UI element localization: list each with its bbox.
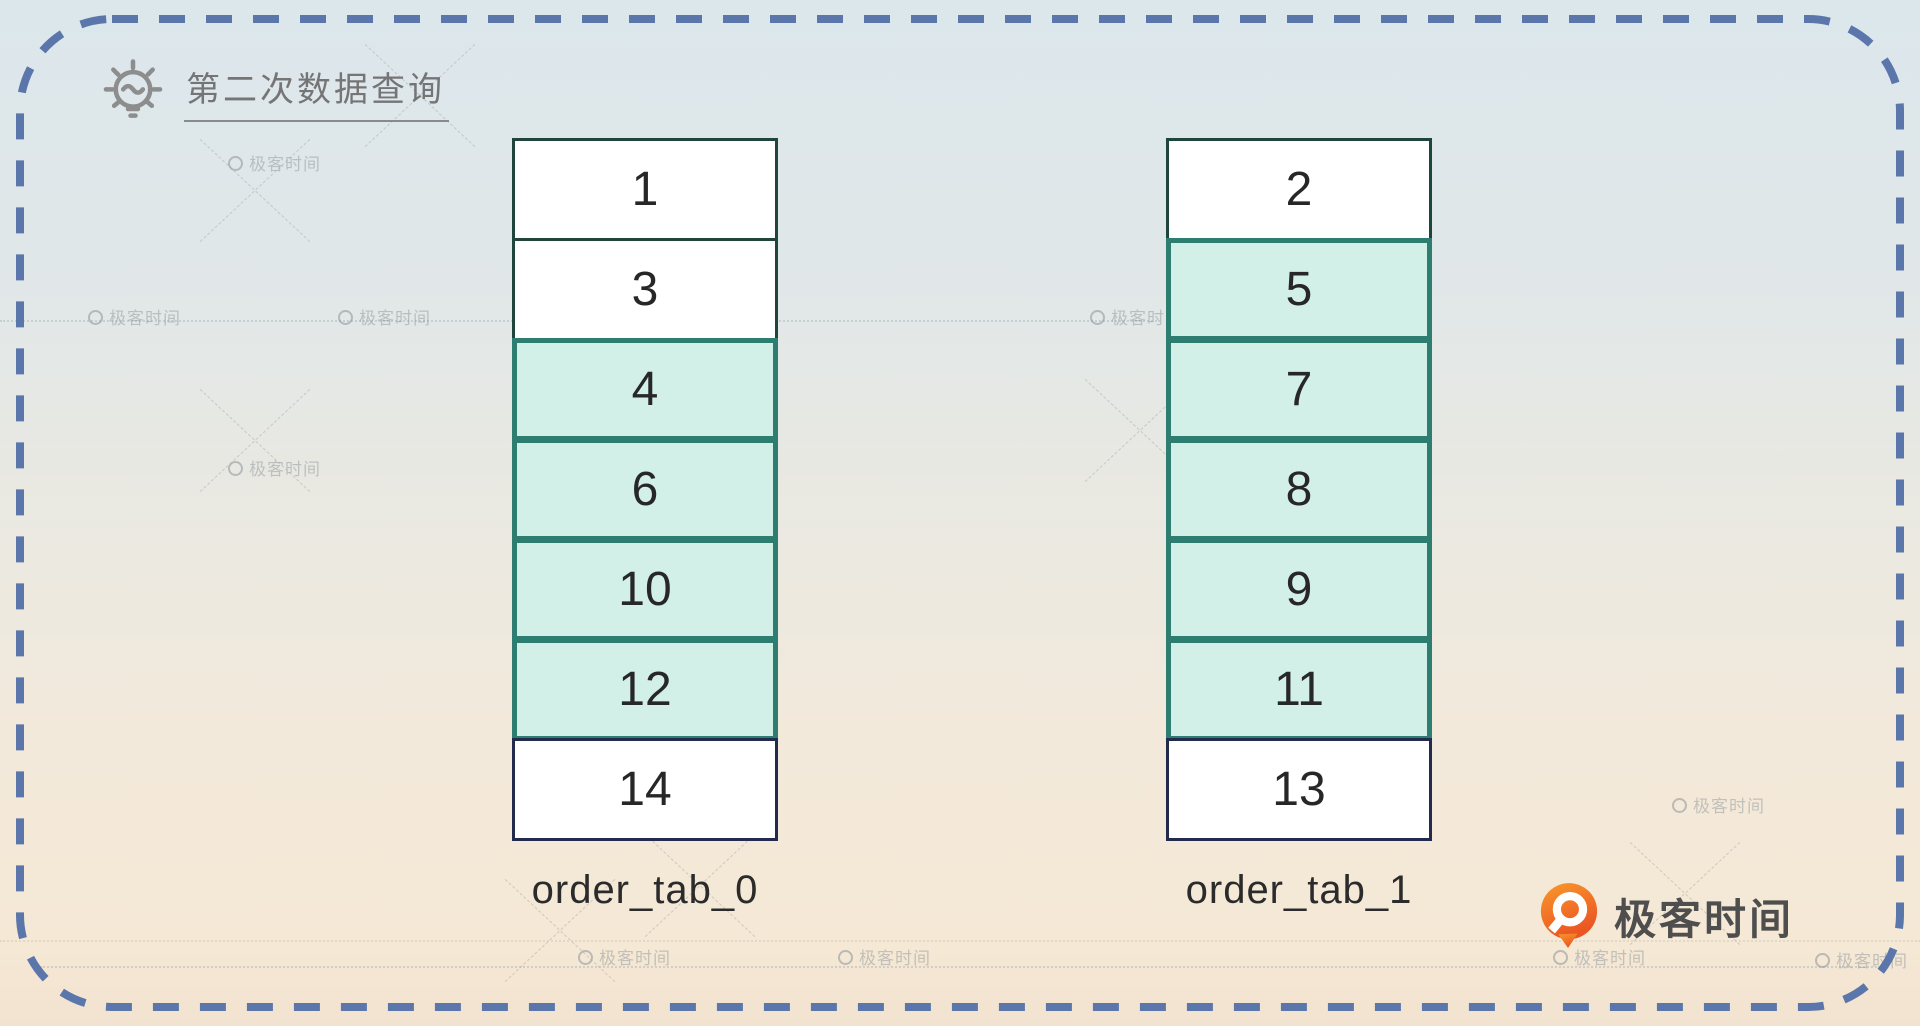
table-label: order_tab_1 <box>1185 868 1413 912</box>
table-cell: 11 <box>1166 638 1432 741</box>
table-cell: 12 <box>512 638 778 741</box>
page-title: 第二次数据查询 <box>184 60 449 122</box>
table-cell: 9 <box>1166 538 1432 641</box>
table-cell: 13 <box>1166 738 1432 841</box>
lightbulb-icon <box>103 59 163 118</box>
table-cell: 6 <box>512 438 778 541</box>
table-cell: 2 <box>1166 138 1432 241</box>
table-cell: 3 <box>512 238 778 341</box>
table-cell: 7 <box>1166 338 1432 441</box>
table-cell: 4 <box>512 338 778 441</box>
geektime-logo-icon <box>1540 883 1598 948</box>
table-cell: 5 <box>1166 238 1432 341</box>
brand-logo: 极客时间 <box>1538 882 1794 950</box>
table-cell: 14 <box>512 738 778 841</box>
table-cell: 1 <box>512 138 778 241</box>
table-cell: 8 <box>1166 438 1432 541</box>
table-label: order_tab_0 <box>531 868 759 912</box>
table-cell: 10 <box>512 538 778 641</box>
title-row: 第二次数据查询 <box>92 50 449 132</box>
brand-name: 极客时间 <box>1614 895 1795 943</box>
